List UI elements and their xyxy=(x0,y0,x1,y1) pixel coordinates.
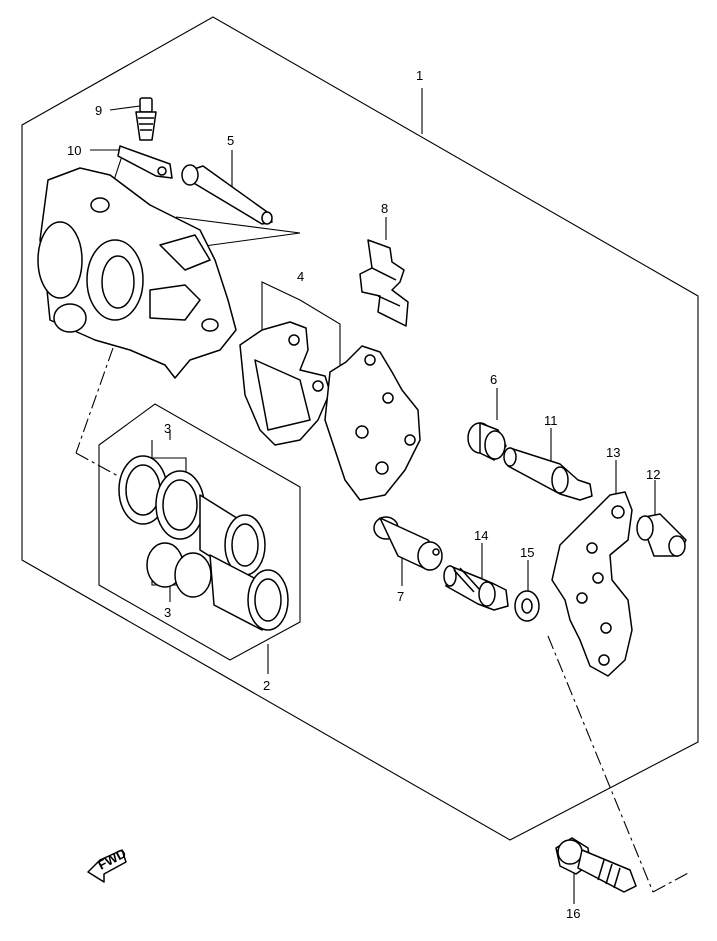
callout-3-upper: 3 xyxy=(164,421,171,436)
pad-spring-part xyxy=(359,239,409,327)
callout-3-lower: 3 xyxy=(164,605,171,620)
callout-6: 6 xyxy=(490,372,497,387)
callout-12: 12 xyxy=(646,467,660,482)
callout-10: 10 xyxy=(67,143,81,158)
callout-9: 9 xyxy=(95,103,102,118)
piston-part xyxy=(199,494,289,631)
callout-15: 15 xyxy=(520,545,534,560)
callout-11: 11 xyxy=(544,413,558,428)
callout-13: 13 xyxy=(606,445,620,460)
slide-pin-part xyxy=(181,164,273,225)
brake-pad-part xyxy=(239,321,421,501)
callout-8: 8 xyxy=(381,201,388,216)
callout-2: 2 xyxy=(263,678,270,693)
washer-part xyxy=(514,590,540,622)
callout-7: 7 xyxy=(397,589,404,604)
callout-16: 16 xyxy=(566,906,580,921)
fwd-arrow-icon: FWD xyxy=(87,846,129,883)
caliper-body-part xyxy=(37,167,237,379)
pin-part-11 xyxy=(503,447,593,501)
callout-14: 14 xyxy=(474,528,488,543)
callout-4: 4 xyxy=(297,269,304,284)
boot-part xyxy=(467,422,507,461)
alignment-lines xyxy=(75,347,691,893)
bleeder-cap-part xyxy=(117,145,173,179)
callout-5: 5 xyxy=(227,133,234,148)
bleeder-screw-part xyxy=(135,97,157,141)
bolt-part xyxy=(555,837,637,893)
assembly-outline xyxy=(21,16,699,841)
pad-set-leader xyxy=(261,281,341,420)
seal-kit-outline xyxy=(98,403,301,661)
caliper-bracket-part xyxy=(551,491,633,677)
pin-part-14 xyxy=(443,565,509,611)
bushing-part xyxy=(636,513,687,557)
seal-rings-part xyxy=(118,455,212,598)
sleeve-part xyxy=(373,516,443,571)
callout-1: 1 xyxy=(416,68,423,83)
